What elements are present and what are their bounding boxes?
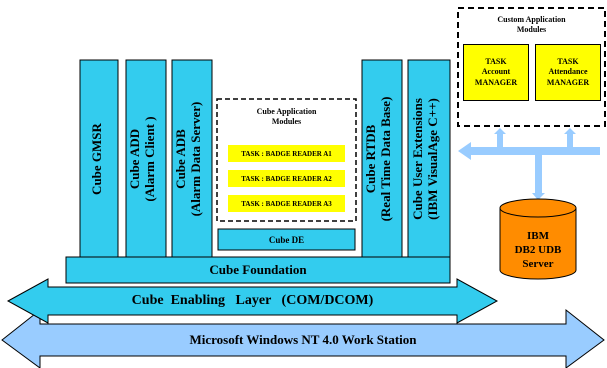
db-cylinder — [499, 198, 577, 280]
column-rtdb — [361, 59, 403, 258]
cube-de-label: Cube DE — [268, 234, 305, 245]
app-modules-title: Cube Application Modules — [256, 107, 317, 126]
custom-modules-title: Custom Application Modules — [497, 14, 566, 34]
task-badge-reader-a1: TASK : BADGE READER A1 — [228, 145, 345, 162]
add-label: Cube ADD (Alarm Client ) — [127, 116, 157, 202]
left-arrow — [458, 142, 600, 160]
column-ext — [407, 59, 451, 258]
foundation-label: Cube Foundation — [209, 262, 307, 277]
cube-de-box — [217, 228, 356, 251]
task-badge-reader-a3: TASK : BADGE READER A3 — [228, 195, 345, 212]
db-connector-stem — [535, 155, 542, 193]
account-connector-arrow — [494, 128, 506, 147]
connector-arrows — [458, 128, 600, 200]
ext-label: Cube User Extensions (IBM VisualAge C++) — [410, 98, 440, 220]
task-attendance-manager: TASK Attendance MANAGER — [535, 44, 601, 101]
task-badge-reader-a2: TASK : BADGE READER A2 — [228, 170, 345, 187]
column-adb — [171, 59, 213, 258]
db-connector-head — [532, 193, 545, 200]
windows-nt-arrow — [1, 308, 605, 368]
db-label: IBM DB2 UDB Server — [514, 229, 562, 271]
rtdb-label: Cube RTDB (Real Time Data Base) — [363, 96, 393, 222]
enabling-layer-arrow — [6, 278, 499, 324]
column-add — [125, 59, 167, 258]
attendance-connector-arrow — [564, 128, 576, 147]
windows-nt-label: Microsoft Windows NT 4.0 Work Station — [189, 332, 417, 347]
column-gmsr — [79, 59, 119, 258]
adb-label: Cube ADB (Alarm Data Server) — [173, 101, 203, 217]
task-account-manager: TASK Account MANAGER — [463, 44, 529, 101]
enabling-layer-label: Cube Enabling Layer (COM/DCOM) — [131, 293, 374, 308]
foundation-bar — [65, 256, 451, 284]
gmsr-label: Cube GMSR — [89, 123, 104, 195]
